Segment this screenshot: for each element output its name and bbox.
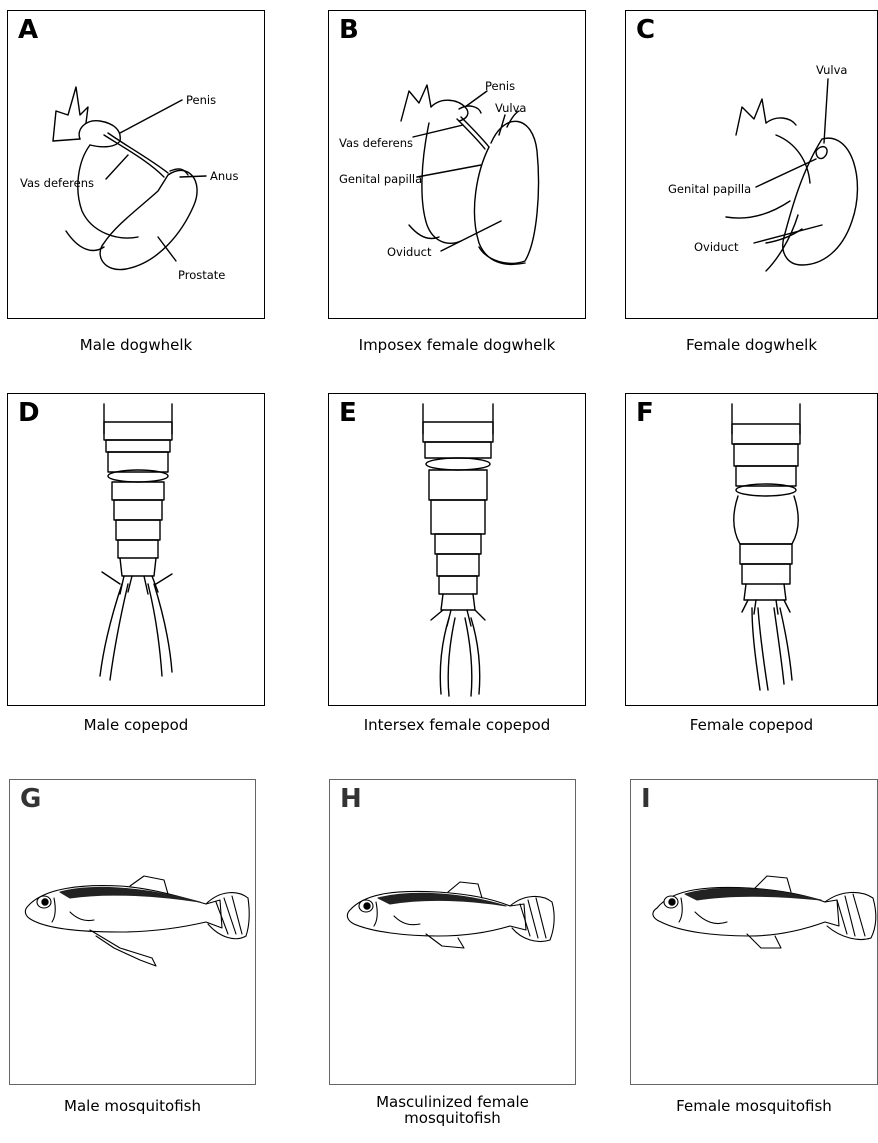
- caption-male-mosquitofish: Male mosquitofish: [9, 1098, 256, 1114]
- male-mosquitofish-drawing: [10, 780, 257, 1086]
- label-vas-deferens: Vas deferens: [339, 136, 413, 150]
- panel-e: E: [328, 393, 586, 706]
- masculinized-female-mosquitofish-drawing: [330, 780, 577, 1086]
- caption-line-2: mosquitofish: [329, 1110, 576, 1126]
- caption-masculinized-female-mosquitofish: Masculinized female mosquitofish: [329, 1094, 576, 1126]
- panel-c: C Vulva Genital papilla Oviduct: [625, 10, 878, 319]
- female-mosquitofish-drawing: [631, 780, 878, 1086]
- label-anus: Anus: [210, 169, 238, 183]
- caption-female-copepod: Female copepod: [625, 717, 878, 733]
- panel-b: B Penis Vulva Vas deferens Genital papil…: [328, 10, 586, 319]
- panel-h: H: [329, 779, 576, 1085]
- label-genital-papilla: Genital papilla: [668, 182, 751, 196]
- male-dogwhelk-drawing: Penis Vas deferens Anus Prostate: [8, 11, 266, 320]
- label-vulva: Vulva: [495, 101, 526, 115]
- imposex-female-dogwhelk-drawing: Penis Vulva Vas deferens Genital papilla…: [329, 11, 587, 320]
- caption-female-mosquitofish: Female mosquitofish: [630, 1098, 878, 1114]
- panel-i: I: [630, 779, 878, 1085]
- caption-line-1: Masculinized female: [329, 1094, 576, 1110]
- label-penis: Penis: [485, 79, 515, 93]
- caption-imposex-female-dogwhelk: Imposex female dogwhelk: [328, 337, 586, 353]
- female-dogwhelk-drawing: Vulva Genital papilla Oviduct: [626, 11, 878, 320]
- caption-female-dogwhelk: Female dogwhelk: [625, 337, 878, 353]
- label-penis: Penis: [186, 93, 216, 107]
- caption-male-dogwhelk: Male dogwhelk: [7, 337, 265, 353]
- panel-f: F: [625, 393, 878, 706]
- panel-a: A Penis Vas deferens Anus Prostate: [7, 10, 265, 319]
- panel-g: G: [9, 779, 256, 1085]
- caption-intersex-female-copepod: Intersex female copepod: [328, 717, 586, 733]
- label-oviduct: Oviduct: [694, 240, 739, 254]
- male-copepod-drawing: [8, 394, 266, 707]
- label-vulva: Vulva: [816, 63, 847, 77]
- caption-male-copepod: Male copepod: [7, 717, 265, 733]
- label-genital-papilla: Genital papilla: [339, 172, 422, 186]
- panel-d: D: [7, 393, 265, 706]
- label-oviduct: Oviduct: [387, 245, 432, 259]
- label-vas-deferens: Vas deferens: [20, 176, 94, 190]
- label-prostate: Prostate: [178, 268, 225, 282]
- female-copepod-drawing: [626, 394, 878, 707]
- intersex-female-copepod-drawing: [329, 394, 587, 707]
